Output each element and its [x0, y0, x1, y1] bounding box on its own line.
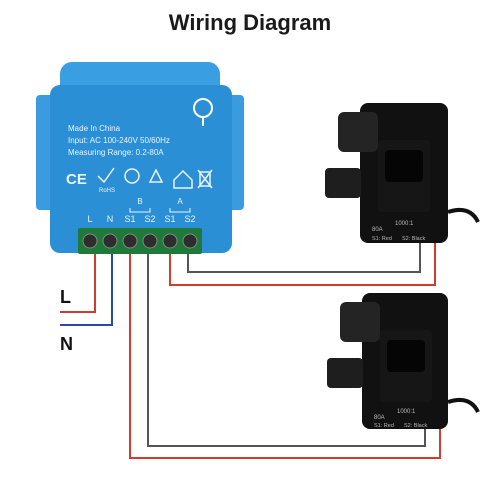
energy-meter-module: Made In China Input: AC 100-240V 50/60Hz…: [36, 62, 244, 254]
rohs-icon: RoHS: [99, 188, 115, 194]
clamp1-cable: [447, 208, 480, 223]
live-input-wire: [60, 252, 96, 313]
clamp2-window: [387, 340, 425, 372]
terminal-label-n: N: [107, 214, 114, 224]
group-a-label: A: [177, 197, 183, 206]
ce-circle-icon: [124, 168, 140, 184]
group-b-label: B: [137, 197, 142, 206]
diagram-title: Wiring Diagram: [168, 10, 332, 35]
clamp1-rating: 80A: [372, 227, 383, 233]
clamp1-gray-wire: [187, 240, 421, 273]
screw-b-s1: [122, 233, 138, 249]
terminal-label-l: L: [87, 214, 92, 224]
neutral-wire-label: N: [60, 334, 73, 354]
home-icon: [173, 169, 193, 189]
current-clamp-2: 80A 1000:1 S1: Red S2: Black: [327, 293, 480, 429]
clamp2-s2: S2: Black: [404, 423, 427, 429]
terminal-label-b-s1: S1: [124, 214, 135, 224]
clamp2-cable: [447, 398, 480, 413]
screw-l: [82, 233, 98, 249]
left-clip: [36, 95, 54, 210]
clamp2-s1: S1: Red: [374, 423, 394, 429]
input-text: Input: AC 100-240V 50/60Hz: [68, 136, 170, 145]
clamp1-s1: S1: Red: [372, 236, 392, 242]
terminal-label-a-s1: S1: [164, 214, 175, 224]
terminal-screws: [82, 233, 198, 249]
current-clamp-1: 80A 1000:1 S1: Red S2: Black: [325, 103, 480, 243]
group-a-bracket: [169, 208, 191, 213]
clamp1-latch: [325, 168, 361, 198]
clamp1-window: [385, 150, 423, 182]
clamp2-latch: [327, 358, 363, 388]
clamp2-red-wire: [129, 252, 441, 459]
clamp1-top-cap: [338, 112, 378, 152]
wires: [60, 240, 441, 459]
terminal-label-a-s2: S2: [184, 214, 195, 224]
range-text: Measuring Range: 0.2-80A: [68, 148, 164, 157]
recycle-icon: [148, 168, 164, 183]
clamp1-ratio: 1000:1: [395, 221, 414, 227]
screw-a-s2: [182, 233, 198, 249]
neutral-input-wire: [60, 252, 113, 326]
certification-logos: CE RoHS: [66, 167, 213, 194]
check-icon: [97, 167, 115, 184]
screw-a-s1: [162, 233, 178, 249]
group-b-bracket: [129, 208, 151, 213]
live-wire-label: L: [60, 287, 71, 307]
clamp2-rating: 80A: [374, 415, 385, 421]
clamp2-top-cap: [340, 302, 380, 342]
module-body: [50, 85, 232, 253]
clamp1-s2: S2: Black: [402, 236, 425, 242]
ce-icon: CE: [66, 171, 87, 188]
made-in-text: Made In China: [68, 124, 121, 133]
terminal-label-b-s2: S2: [144, 214, 155, 224]
screw-n: [102, 233, 118, 249]
clamp2-gray-wire: [147, 252, 426, 447]
clamp1-red-wire: [169, 240, 436, 286]
weee-icon: [197, 169, 213, 189]
clamp2-ratio: 1000:1: [397, 409, 416, 415]
screw-b-s2: [142, 233, 158, 249]
